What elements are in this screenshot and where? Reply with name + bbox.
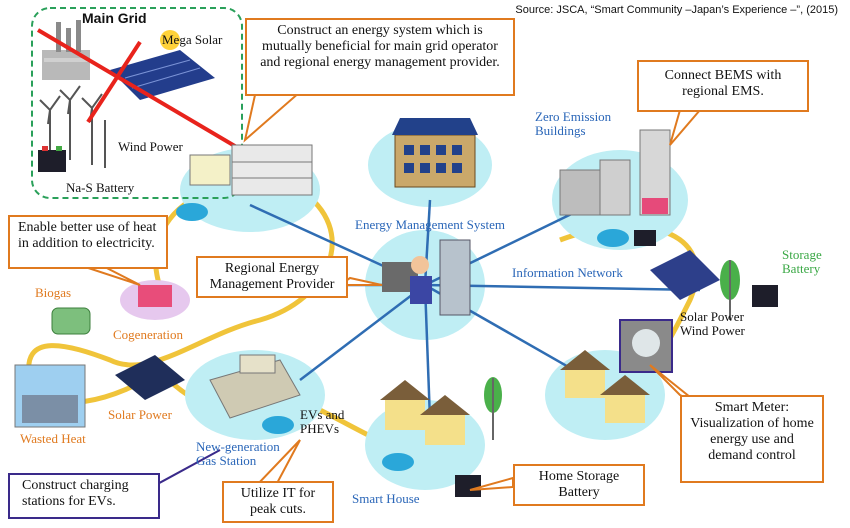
callout-home-storage: Home Storage Battery <box>513 464 645 506</box>
solar-power-label: Solar Power <box>108 407 172 422</box>
power-plant-icon <box>42 20 90 80</box>
ev-car-icon <box>176 203 208 221</box>
right-homes-icon <box>560 350 650 423</box>
new-gen-gas-label: New-generation Gas Station <box>196 439 280 469</box>
ev-car-icon <box>262 416 294 434</box>
callout-regional-provider: Regional Energy Management Provider <box>196 256 348 298</box>
evs-phevs-label: EVs and PHEVs <box>300 407 345 437</box>
biogas-plant-icon <box>51 307 91 335</box>
ems-label: Energy Management System <box>355 217 505 232</box>
mega-solar-label: Mega Solar <box>162 32 223 47</box>
ev-car-icon <box>597 229 656 247</box>
red-cross-line <box>36 28 247 154</box>
callout-heat-use: Enable better use of heat in addition to… <box>8 215 168 269</box>
callout-it-peak-cuts: Utilize IT for peak cuts. <box>222 481 334 523</box>
info-network-label: Information Network <box>512 265 623 280</box>
nas-battery-icon <box>38 146 66 172</box>
callout-connect-bems: Connect BEMS with regional EMS. <box>637 60 809 112</box>
wasted-heat-label: Wasted Heat <box>20 431 86 446</box>
main-grid-box <box>31 7 243 199</box>
callout-smart-meter: Smart Meter: Visualization of home energ… <box>680 395 824 483</box>
regional-provider-icon <box>382 239 471 316</box>
source-citation: Source: JSCA, “Smart Community –Japan’s … <box>515 4 838 16</box>
wind-power-label: Wind Power <box>118 139 183 154</box>
cogeneration-icon <box>138 285 172 307</box>
wasted-heat-icon <box>14 364 86 428</box>
nas-battery-label: Na-S Battery <box>66 180 135 195</box>
gas-station-icon <box>209 354 301 419</box>
main-grid-title: Main Grid <box>82 10 147 26</box>
storage-battery-label: Storage Battery <box>782 247 822 277</box>
ems-building-icon <box>392 118 478 188</box>
zero-emission-buildings-icon <box>559 129 671 216</box>
callout-charging-stations: Construct charging stations for EVs. <box>8 473 160 519</box>
solar-power-left-icon <box>115 355 185 400</box>
solar-wind-label: Solar Power Wind Power <box>680 309 745 339</box>
smart-house-label: Smart House <box>352 491 420 506</box>
cogeneration-label: Cogeneration <box>113 327 184 342</box>
zero-emission-label: Zero Emission Buildings <box>535 109 612 139</box>
smart-meter-icon <box>619 319 673 373</box>
home-storage-battery-icon <box>455 475 481 497</box>
biogas-label: Biogas <box>35 285 72 300</box>
solar-wind-right-icon <box>650 250 778 320</box>
smart-house-icon <box>380 377 502 471</box>
red-cross-line <box>86 40 142 124</box>
callout-mutual-benefit: Construct an energy system which is mutu… <box>245 18 515 96</box>
grid-facility-icon <box>189 144 313 196</box>
